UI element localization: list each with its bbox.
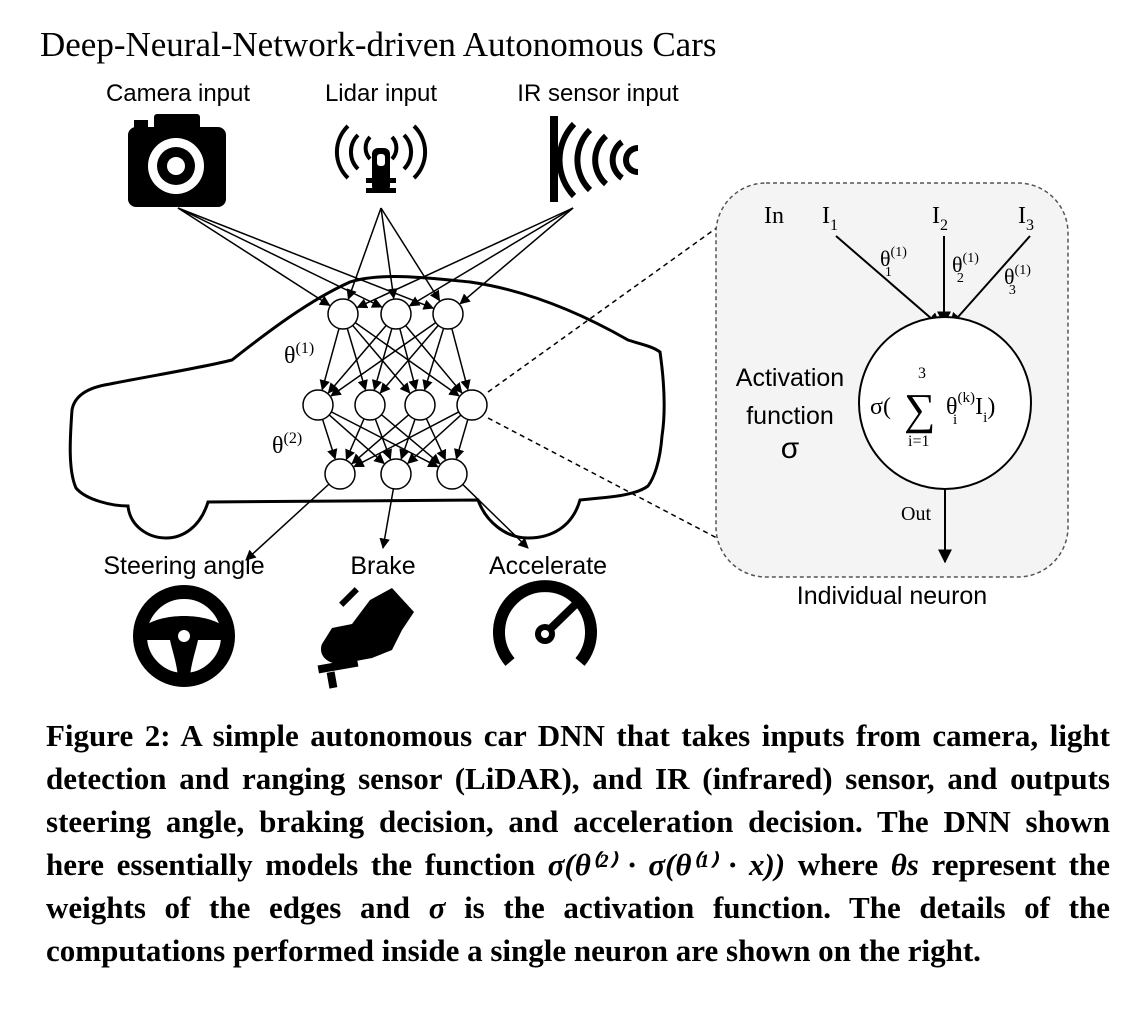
neuron-input-i3: I3 — [1018, 203, 1034, 234]
output-edge — [379, 488, 395, 550]
brake-label: Brake — [350, 552, 415, 580]
hidden-edge — [330, 411, 439, 468]
brake-pedal-icon — [317, 587, 414, 689]
hidden-edge — [353, 411, 460, 468]
formula-sum: ∑ — [904, 385, 935, 434]
accelerate-label: Accelerate — [489, 552, 607, 580]
input-edge — [356, 207, 574, 309]
weight-theta-3: θ(1)3 — [1004, 263, 1031, 298]
network-edges — [177, 207, 574, 561]
weight-edge-3 — [949, 235, 1031, 328]
hidden-edge — [346, 328, 368, 391]
input-edge — [177, 207, 331, 306]
output-edge — [462, 483, 529, 549]
input-edge — [459, 207, 574, 305]
input-edge — [380, 207, 398, 300]
caption-formula: σ(θ⁽²⁾ · σ(θ⁽¹⁾ · x)) — [547, 847, 786, 882]
neuron-node-layer-1 — [327, 298, 359, 330]
activation-label-2: function — [746, 402, 834, 430]
hidden-edge — [354, 322, 460, 397]
network-nodes — [302, 298, 488, 490]
caption-text-1: A simple autonomous car DNN that takes i… — [46, 718, 1110, 882]
neuron-node-layer-1 — [432, 298, 464, 330]
input-edge — [408, 207, 574, 307]
ir-sensor-icon — [550, 116, 639, 202]
formula-upper: 3 — [918, 365, 926, 382]
neuron-node-layer-3 — [324, 458, 356, 490]
hidden-edge — [422, 328, 445, 391]
hidden-edge — [327, 324, 387, 394]
activation-symbol: σ — [781, 432, 800, 465]
hidden-edge — [454, 419, 469, 460]
weight-theta-1: θ(1)1 — [880, 245, 907, 280]
neuron-node-layer-2 — [404, 389, 436, 421]
camera-icon — [128, 114, 226, 207]
caption-text-3: represent the weights of the edges and — [46, 847, 1110, 925]
input-edge — [346, 207, 382, 300]
neuron-node-layer-2 — [354, 389, 386, 421]
hidden-edge — [374, 418, 392, 461]
weight-edge-1 — [835, 235, 942, 327]
formula-lower: i=1 — [908, 433, 929, 450]
neuron-node-layer-1 — [380, 298, 412, 330]
neuron-input-in: In — [764, 203, 784, 229]
input-edge — [380, 207, 441, 302]
caption-text-4: is the activation function. The details … — [46, 890, 1110, 968]
hidden-edge — [425, 418, 447, 461]
activation-label-1: Activation — [736, 364, 844, 392]
callout-line-bottom — [487, 417, 737, 549]
theta2-label: θ(2) — [272, 430, 302, 459]
neuron-node-layer-3 — [380, 458, 412, 490]
lidar-input-label: Lidar input — [325, 80, 437, 107]
neuron-input-i2: I2 — [932, 203, 948, 234]
caption-theta: θs — [890, 847, 919, 882]
neuron-node-layer-3 — [436, 458, 468, 490]
hidden-edge — [399, 328, 419, 391]
hidden-edge — [319, 328, 340, 391]
ir-sensor-input-label: IR sensor input — [517, 80, 679, 107]
dnn-diagram: Deep-Neural-Network-driven Autonomous Ca… — [40, 25, 1069, 689]
hidden-edge — [380, 414, 441, 465]
hidden-edge — [407, 414, 462, 464]
neuron-out-label: Out — [901, 503, 931, 525]
weight-theta-2: θ(1)2 — [952, 251, 979, 286]
hidden-edge — [379, 324, 439, 394]
neuron-node-layer-2 — [302, 389, 334, 421]
neuron-caption: Individual neuron — [797, 582, 987, 610]
formula-prefix: σ( — [870, 394, 891, 420]
neuron-panel: In I1 I2 I3 θ(1)1 θ(1)2 θ(1)3 Activation… — [715, 182, 1069, 578]
figure-label: Figure 2: — [46, 718, 171, 753]
steering-angle-label: Steering angle — [103, 552, 264, 580]
input-edge — [177, 207, 435, 310]
hidden-edge — [321, 419, 338, 460]
camera-input-label: Camera input — [106, 80, 250, 107]
hidden-edge — [330, 321, 437, 397]
output-edge — [245, 483, 330, 561]
diagram-title: Deep-Neural-Network-driven Autonomous Ca… — [40, 25, 716, 64]
neuron-node-layer-2 — [456, 389, 488, 421]
speedometer-icon — [493, 580, 597, 666]
callout-line-top — [487, 213, 737, 393]
figure-caption: Figure 2: A simple autonomous car DNN th… — [46, 714, 1110, 972]
theta1-label: θ(1) — [284, 340, 314, 369]
lidar-icon — [334, 124, 428, 193]
steering-wheel-icon — [133, 585, 235, 687]
hidden-edge — [345, 418, 365, 461]
caption-sigma: σ — [428, 890, 446, 925]
neuron-input-i1: I1 — [822, 203, 838, 234]
hidden-edge — [451, 328, 471, 391]
caption-text-2: where — [785, 847, 891, 882]
hidden-edge — [352, 324, 411, 394]
hidden-edge — [351, 414, 410, 465]
